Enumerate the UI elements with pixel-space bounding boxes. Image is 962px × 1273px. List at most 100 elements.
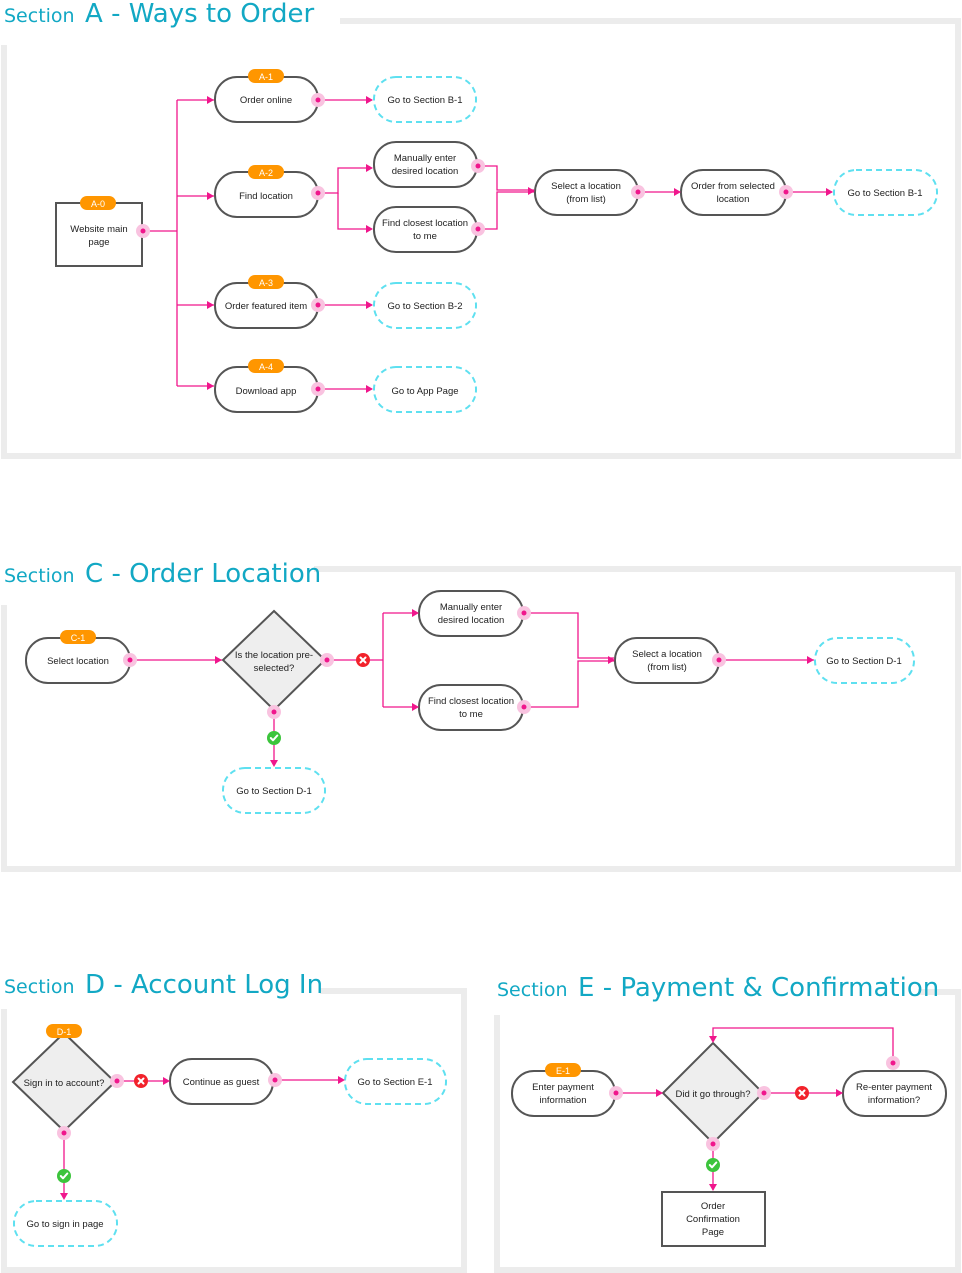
svg-text:information: information	[540, 1095, 587, 1106]
section-e-ports	[609, 1036, 900, 1191]
svg-text:Go to Section D-1: Go to Section D-1	[826, 656, 902, 667]
section-a-heading: Section A - Ways to Order	[4, 0, 314, 29]
node-a-find-closest-location[interactable]: Find closest location to me	[373, 206, 478, 253]
node-c-manually-enter-location[interactable]: Manually enter desired location	[418, 590, 524, 637]
svg-text:Re-enter payment: Re-enter payment	[856, 1082, 932, 1093]
svg-text:A-1: A-1	[259, 72, 273, 82]
node-c-goto-section-d1-right[interactable]: Go to Section D-1	[814, 637, 915, 684]
svg-text:Find closest location: Find closest location	[428, 696, 514, 707]
no-icon	[356, 653, 370, 667]
node-e-reenter-payment[interactable]: Re-enter payment information?	[842, 1070, 947, 1117]
svg-text:Is the location pre-: Is the location pre-	[235, 650, 313, 661]
node-c-select-location-list[interactable]: Select a location (from list)	[614, 637, 720, 684]
node-c-find-closest-location[interactable]: Find closest location to me	[418, 684, 524, 731]
section-a-frame	[1, 18, 961, 459]
node-d-decision-sign-in[interactable]: Sign in to account?	[11, 1031, 117, 1133]
svg-text:Go to App Page: Go to App Page	[391, 386, 458, 397]
svg-text:A-2: A-2	[259, 168, 273, 178]
svg-text:Did it go through?: Did it go through?	[676, 1089, 751, 1100]
svg-text:selected?: selected?	[254, 663, 295, 674]
svg-text:Manually enter: Manually enter	[440, 602, 502, 613]
badge-a3: A-3	[248, 275, 284, 289]
node-d-goto-sign-in-page[interactable]: Go to sign in page	[13, 1200, 118, 1247]
svg-text:location: location	[717, 194, 750, 205]
svg-text:Website main: Website main	[70, 224, 127, 235]
node-a1-order-online[interactable]: Order online	[214, 76, 319, 123]
svg-text:Continue as guest: Continue as guest	[183, 1077, 260, 1088]
node-a3-order-featured-item[interactable]: Order featured item	[214, 282, 319, 329]
badge-a1: A-1	[248, 69, 284, 83]
svg-text:Order online: Order online	[240, 95, 292, 106]
node-a-goto-section-b1-right[interactable]: Go to Section B-1	[833, 169, 938, 216]
node-a-goto-section-b1-top[interactable]: Go to Section B-1	[373, 76, 477, 123]
svg-text:Order featured item: Order featured item	[225, 301, 307, 312]
svg-text:(from list): (from list)	[647, 662, 687, 673]
section-a-ports	[136, 93, 833, 396]
node-a0-website-main-page[interactable]: Website main page	[55, 202, 143, 267]
svg-text:Confirmation: Confirmation	[686, 1214, 740, 1225]
svg-text:to me: to me	[413, 231, 437, 242]
node-a-goto-app-page[interactable]: Go to App Page	[373, 366, 477, 413]
section-d-heading: Section D - Account Log In	[4, 970, 323, 1000]
badge-a0: A-0	[80, 196, 116, 210]
svg-text:Go to sign in page: Go to sign in page	[26, 1219, 103, 1230]
svg-text:Select location: Select location	[47, 656, 109, 667]
svg-text:E-1: E-1	[556, 1066, 570, 1076]
node-d-goto-section-e1[interactable]: Go to Section E-1	[344, 1058, 447, 1105]
svg-text:Go to Section E-1: Go to Section E-1	[358, 1077, 433, 1088]
node-a-goto-section-b2[interactable]: Go to Section B-2	[373, 282, 477, 329]
node-e-order-confirmation-page[interactable]: Order Confirmation Page	[661, 1191, 766, 1247]
node-a4-download-app[interactable]: Download app	[214, 366, 319, 413]
no-icon	[134, 1074, 148, 1088]
svg-text:Enter payment: Enter payment	[532, 1082, 594, 1093]
node-a-select-location-list[interactable]: Select a location (from list)	[534, 169, 639, 216]
node-c1-select-location[interactable]: Select location	[25, 637, 131, 684]
svg-text:Go to Section B-1: Go to Section B-1	[848, 188, 923, 199]
section-c-heading: Section C - Order Location	[4, 559, 321, 589]
yes-icon	[57, 1169, 71, 1183]
node-a-order-from-selected-location[interactable]: Order from selected location	[680, 169, 787, 216]
svg-text:Download app: Download app	[236, 386, 297, 397]
node-e-decision-go-through[interactable]: Did it go through?	[661, 1041, 765, 1145]
svg-text:Sign in to account?: Sign in to account?	[24, 1078, 105, 1089]
node-d-continue-as-guest[interactable]: Continue as guest	[169, 1058, 274, 1105]
svg-text:Order from selected: Order from selected	[691, 181, 775, 192]
section-e-heading: Section E - Payment & Confirmation	[497, 973, 939, 1003]
svg-text:Find closest location: Find closest location	[382, 218, 468, 229]
badge-e1: E-1	[545, 1063, 581, 1077]
svg-text:Go to Section B-1: Go to Section B-1	[388, 95, 463, 106]
svg-text:Find location: Find location	[239, 191, 293, 202]
svg-text:Page: Page	[702, 1227, 724, 1238]
svg-text:page: page	[88, 237, 109, 248]
svg-text:Go to Section D-1: Go to Section D-1	[236, 786, 312, 797]
node-c-goto-section-d1-bottom[interactable]: Go to Section D-1	[222, 767, 326, 814]
node-a-manually-enter-location[interactable]: Manually enter desired location	[373, 141, 478, 188]
svg-text:to me: to me	[459, 709, 483, 720]
svg-text:D-1: D-1	[57, 1027, 72, 1037]
svg-text:Select a location: Select a location	[632, 649, 702, 660]
svg-text:desired location: desired location	[438, 615, 505, 626]
section-c-frame	[1, 566, 961, 872]
svg-text:Select a location: Select a location	[551, 181, 621, 192]
yes-icon	[706, 1158, 720, 1172]
svg-text:desired location: desired location	[392, 166, 459, 177]
svg-text:A-3: A-3	[259, 278, 273, 288]
badge-a2: A-2	[248, 165, 284, 179]
no-icon	[795, 1086, 809, 1100]
badge-a4: A-4	[248, 359, 284, 373]
node-c-decision-preselected[interactable]: Is the location pre- selected?	[221, 609, 327, 712]
section-d-ports	[57, 1073, 345, 1200]
node-e1-enter-payment[interactable]: Enter payment information	[511, 1070, 616, 1117]
section-c-ports	[123, 606, 814, 767]
svg-text:Go to Section B-2: Go to Section B-2	[388, 301, 463, 312]
section-a-links	[143, 99, 832, 390]
svg-text:A-4: A-4	[259, 362, 273, 372]
svg-text:A-0: A-0	[91, 199, 105, 209]
svg-text:C-1: C-1	[71, 633, 86, 643]
svg-text:Manually enter: Manually enter	[394, 153, 456, 164]
yes-icon	[267, 731, 281, 745]
badge-c1: C-1	[60, 630, 96, 644]
badge-d1: D-1	[46, 1024, 82, 1038]
section-d-frame	[1, 988, 467, 1273]
